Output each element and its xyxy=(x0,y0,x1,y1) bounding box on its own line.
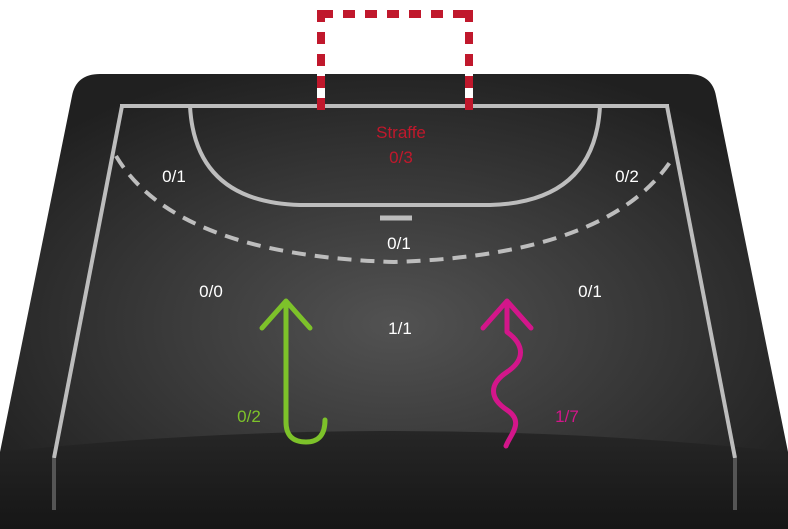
zone-center-back: 1/1 xyxy=(388,319,412,338)
court-floor xyxy=(0,74,788,529)
zone-right-back: 0/1 xyxy=(578,282,602,301)
zone-left-back: 0/0 xyxy=(199,282,223,301)
zone-right-wing: 0/2 xyxy=(615,167,639,186)
court-front-band xyxy=(0,431,788,529)
fast-break-label: 0/2 xyxy=(237,407,261,426)
right-sideline xyxy=(665,105,737,459)
u-turn-arrow-icon xyxy=(259,298,328,445)
zone-left-wing: 0/1 xyxy=(162,167,186,186)
goal-posts xyxy=(317,10,473,110)
penalty-value: 0/3 xyxy=(389,148,413,167)
six-meter-line xyxy=(188,105,602,207)
nine-meter-dashed-line xyxy=(114,154,676,265)
breakthrough-label: 1/7 xyxy=(555,407,579,426)
left-sideline xyxy=(52,105,124,459)
wavy-arrow-icon xyxy=(480,298,534,449)
zone-six-meter-center: 0/1 xyxy=(387,234,411,253)
penalty-label: Straffe xyxy=(376,123,426,142)
